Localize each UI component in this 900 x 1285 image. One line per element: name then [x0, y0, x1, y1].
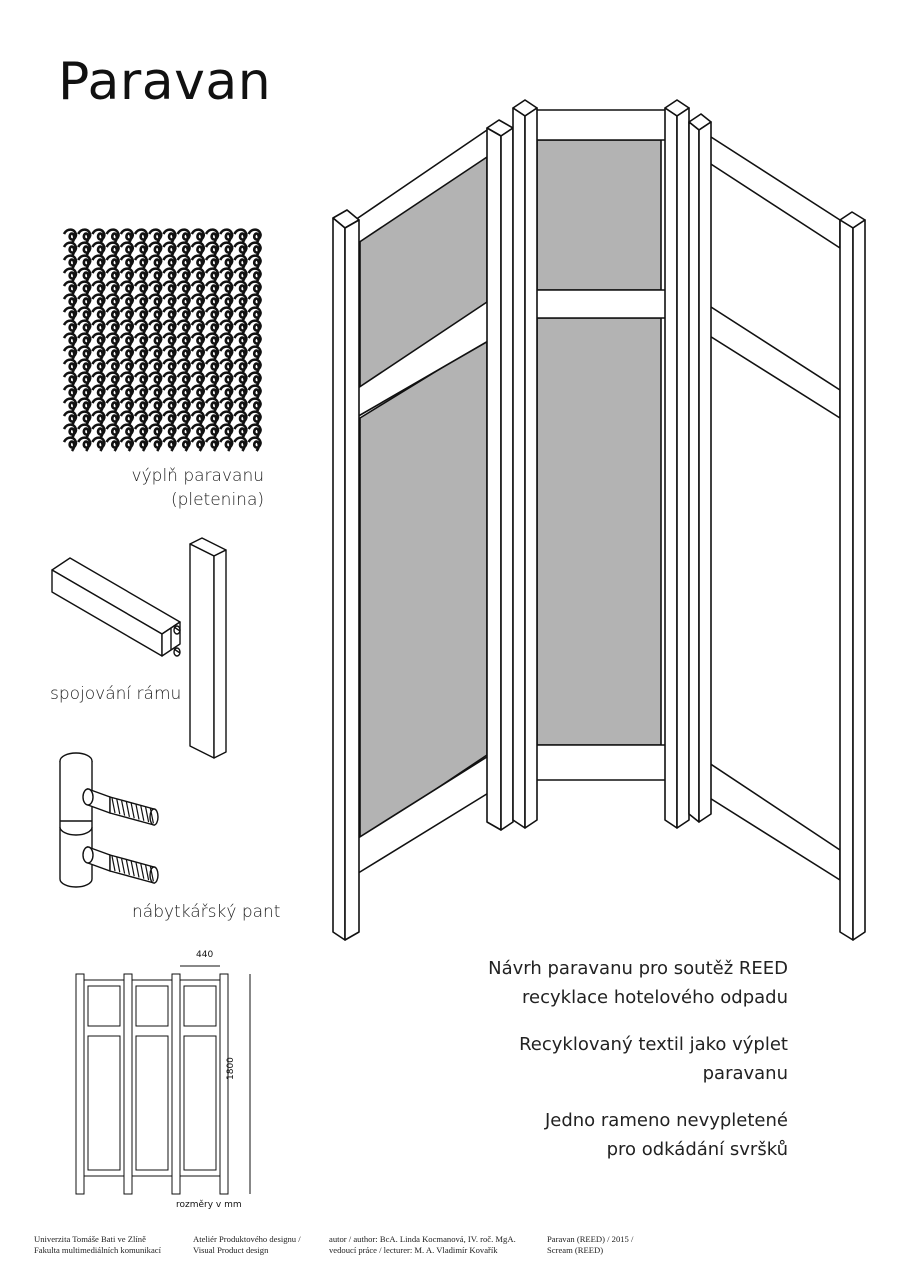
knit-pattern-illustration [62, 228, 262, 452]
footer-project: Paravan (REED) / 2015 / Scream (REED) [547, 1234, 633, 1256]
description-p2-line1: Recyklovaný textil jako výplet [519, 1034, 788, 1055]
footer-col3-line2: vedoucí práce / lecturer: M. A. Vladimír… [329, 1245, 498, 1255]
folding-screen-illustration [332, 99, 866, 941]
footer-col4-line1: Paravan (REED) / 2015 / [547, 1234, 634, 1244]
page-title: Paravan [58, 52, 272, 112]
footer-col4-line2: Scream (REED) [547, 1245, 604, 1255]
fill-caption-line2: (pletenina) [170, 490, 264, 510]
frame-joint-caption: spojování rámu [50, 684, 182, 704]
description-p3-line2: pro odkádání svršků [606, 1139, 788, 1160]
frame-joint-illustration [51, 537, 227, 759]
fill-caption-line1: výplň paravanu [131, 466, 264, 486]
description-p2-line2: paravanu [702, 1063, 788, 1084]
footer-author: autor / author: BcA. Linda Kocmanová, IV… [329, 1234, 516, 1256]
description-block: Návrh paravanu pro soutěž REED recyklace… [400, 954, 788, 1164]
description-p1-line1: Návrh paravanu pro soutěž REED [488, 958, 788, 979]
front-view-dimension-drawing [75, 965, 251, 1195]
hinge-illustration [59, 752, 159, 888]
footer-university: Univerzita Tomáše Bati ve Zlíně Fakulta … [34, 1234, 161, 1256]
footer-col1-line1: Univerzita Tomáše Bati ve Zlíně [34, 1234, 146, 1244]
dimension-height-label: 1800 [226, 1057, 236, 1080]
footer-col3-line1: autor / author: BcA. Linda Kocmanová, IV… [329, 1234, 516, 1244]
hinge-caption: nábytkářský pant [132, 902, 281, 922]
dimension-width-label: 440 [196, 950, 214, 960]
footer-col1-line2: Fakulta multimediálních komunikací [34, 1245, 161, 1255]
description-p3-line1: Jedno rameno nevypletené [544, 1110, 788, 1131]
footer-col2-line2: Visual Product design [193, 1245, 269, 1255]
footer-studio: Ateliér Produktového designu / Visual Pr… [193, 1234, 301, 1256]
footer-col2-line1: Ateliér Produktového designu / [193, 1234, 301, 1244]
dimension-units-note: rozměry v mm [176, 1200, 242, 1210]
description-p1-line2: recyklace hotelového odpadu [522, 987, 788, 1008]
